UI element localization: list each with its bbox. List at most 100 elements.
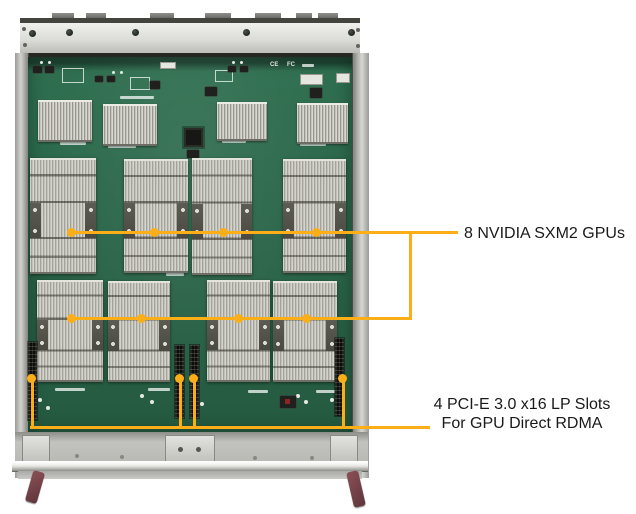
callout-dot-slot3 [189,374,198,383]
bottom-screw [120,455,124,459]
ce-mark: CE [270,62,279,68]
small-heatsink-3 [217,102,267,141]
silkscreen-text [108,145,136,148]
chassis-bottom-strip [18,471,362,479]
silkscreen-text [148,388,170,391]
callout-dot-gpu3 [219,228,228,237]
pcb-component [205,87,217,96]
pcb-component [38,398,42,402]
gpu-heatsink-6 [108,281,170,382]
pcb-component [285,399,290,404]
bracket-screw [196,447,201,452]
callout-dot-gpu8 [302,314,311,323]
bottom-screw [75,454,79,458]
screw-hole [348,29,355,36]
pcb-component [33,66,42,73]
small-heatsink-1 [38,100,92,142]
callout-dot-slot4 [338,374,347,383]
silkscreen-box [130,77,150,90]
silkscreen-text [302,64,314,67]
callout-dot-gpu5 [67,314,76,323]
callout-dot-slot2 [175,374,184,383]
board-sticker [336,73,350,83]
silkscreen-text [248,390,268,393]
small-heatsink-4 [297,103,348,144]
callout-line-gpu-connector [409,231,412,320]
pcb-component [330,398,334,402]
pcb-component [296,394,300,398]
corner-screw [22,27,26,31]
corner-screw [356,44,360,48]
silkscreen-text [166,273,184,276]
chassis-top-edge [20,18,360,23]
silkscreen-text [60,142,86,145]
pcb-component [150,81,160,89]
chassis-tab [318,13,338,20]
pcb-component [46,406,50,410]
callout-line-slot1 [31,378,34,429]
pcb-component [140,394,144,398]
pcb-component [232,61,235,64]
gpus-label: 8 NVIDIA SXM2 GPUs [464,225,625,242]
board-label [160,62,176,69]
pcb-component [310,88,322,98]
gpu-heatsink-7 [207,280,270,382]
bottom-screw [253,456,257,460]
pcb-component [45,66,54,73]
pcb-component [48,61,51,64]
pcb-component [240,66,248,72]
slots-label-line1: 4 PCI-E 3.0 x16 LP Slots [433,396,611,413]
pcb-component [240,61,243,64]
chassis-tab [296,13,312,20]
corner-screw [23,43,27,47]
callout-line-slots-horizontal [30,426,430,429]
screw-hole [132,29,139,36]
gpu-heatsink-3 [192,158,252,275]
corner-screw [356,28,360,32]
screw-hole [66,29,73,36]
screw-hole [243,29,250,36]
fcc-mark: FC [287,62,295,68]
slots-label-line2: For GPU Direct RDMA [441,415,603,432]
pcb-component [200,402,204,406]
pcb-component [107,76,115,82]
callout-line-gpu-row1 [70,231,458,234]
silkscreen-text [222,140,246,143]
pcb-component [150,400,154,404]
gpu-heatsink-5 [37,280,103,382]
callout-line-slot3 [193,378,196,429]
pcb-component [40,61,43,64]
silkscreen-text [316,390,338,393]
callout-line-slot4 [342,378,345,429]
callout-dot-slot1 [27,374,36,383]
silkscreen-box [62,68,84,83]
callout-dot-gpu6 [137,314,146,323]
pcb-component [120,71,123,74]
pcb-component [304,400,308,404]
chassis-tab [205,13,231,20]
pcb-component [187,150,199,158]
pcb-component [95,76,103,82]
chassis-tab [150,13,174,20]
silkscreen-text [300,143,326,146]
callout-dot-gpu4 [312,228,321,237]
silkscreen-text [55,388,85,391]
serial-sticker [300,74,323,85]
callout-dot-gpu7 [234,314,243,323]
slots-label: 4 PCI-E 3.0 x16 LP Slots For GPU Direct … [422,395,622,433]
chassis-tab [255,13,281,20]
gpu-heatsink-8 [273,281,337,382]
pcb-component [112,71,115,74]
silkscreen-text [120,96,154,99]
chassis-right-wall [352,53,369,478]
chassis-seam [20,53,360,57]
bottom-screw [310,456,314,460]
callout-dot-gpu1 [67,228,76,237]
pcie-switch-chip [184,128,203,147]
pcb-component [228,66,236,72]
bracket-screw [178,447,183,452]
small-heatsink-2 [103,104,157,146]
